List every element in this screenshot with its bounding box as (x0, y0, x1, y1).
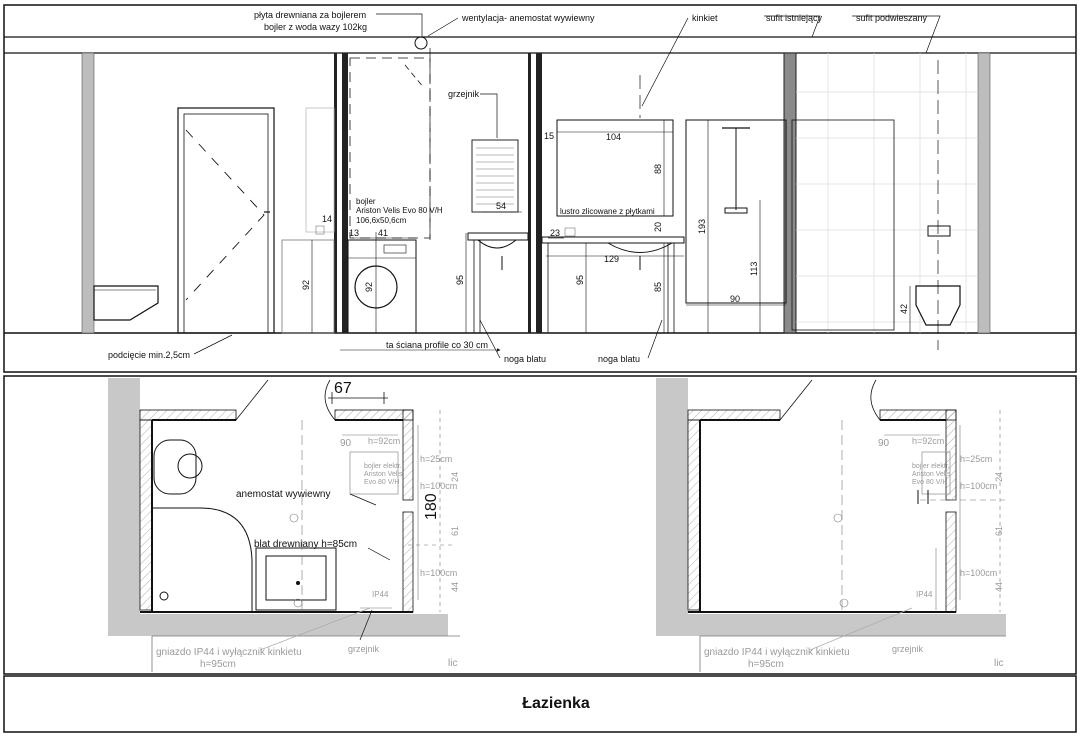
dim-95a: 95 (455, 275, 465, 285)
dim-95b: 95 (575, 275, 585, 285)
plan-right-h100a: h=100cm (960, 481, 997, 491)
callout-plyta: płyta drewniana za bojlerem (254, 10, 366, 20)
plan-left-ariston-small: Ariston Velis (364, 471, 403, 478)
plan-right-h25: h=25cm (960, 454, 992, 464)
callout-kinkiet: kinkiet (692, 13, 718, 23)
dim-41: 41 (378, 228, 388, 238)
plan-left-dim-61: 61 (450, 526, 460, 536)
plan-left-h92: h=92cm (368, 436, 400, 446)
plan-left-blat: blat drewniany h=85cm (254, 539, 357, 550)
callout-bojler-wazy: bojler z woda wazy 102kg (264, 22, 367, 32)
plan-right-ip44: IP44 (916, 590, 933, 599)
plan-left-dim-90: 90 (340, 438, 352, 449)
plan-left-lic: lic (448, 658, 457, 669)
dim-92b: 92 (364, 282, 374, 292)
dim-20: 20 (653, 222, 663, 232)
plan-left-h100b: h=100cm (420, 568, 457, 578)
plan-left-h95: h=95cm (200, 659, 236, 670)
plan-right-lic: lic (994, 658, 1003, 669)
callout-noga-blatu-1: noga blatu (504, 354, 546, 364)
plan-right-gniazdo: gniazdo IP44 i wyłącznik kinkietu (704, 647, 850, 658)
dim-129: 129 (604, 254, 619, 264)
bojler-label: bojler (356, 197, 376, 206)
callout-wentylacja: wentylacja- anemostat wywiewny (461, 13, 595, 23)
plan-left-h100a: h=100cm (420, 481, 457, 491)
dim-104: 104 (606, 132, 621, 142)
plan-right-h92: h=92cm (912, 436, 944, 446)
callout-noga-blatu-2: noga blatu (598, 354, 640, 364)
plan-left: 67 90 h=92cm h=25cm h=100cm h=100cm 24 6… (108, 378, 460, 672)
plan-right-grzejnik: grzejnik (892, 644, 924, 654)
callout-podciecie: podcięcie min.2,5cm (108, 350, 190, 360)
dim-85: 85 (653, 282, 663, 292)
plan-right-dim-44: 44 (994, 582, 1004, 592)
dim-42: 42 (899, 304, 909, 314)
dim-113: 113 (749, 262, 759, 276)
plan-left-ip44: IP44 (372, 590, 389, 599)
plan-left-anemostat: anemostat wywiewny (236, 489, 330, 500)
plan-left-dim-67: 67 (334, 380, 352, 397)
plan-left-gniazdo: gniazdo IP44 i wyłącznik kinkietu (156, 647, 302, 658)
elevation-view: płyta drewniana za bojlerem bojler z wod… (3, 4, 1077, 373)
plan-left-evo-small: Evo 80 V/H (364, 479, 399, 486)
plan-left-h25: h=25cm (420, 454, 452, 464)
plan-left-dim-44: 44 (450, 582, 460, 592)
plan-left-grzejnik: grzejnik (348, 644, 380, 654)
plan-right-evo-small: Evo 80 V/H (912, 479, 947, 486)
callout-profile: ta ściana profile co 30 cm (386, 340, 488, 350)
plan-left-bojler-small: bojler elektr. (364, 463, 402, 470)
plan-right-bojler-small: bojler elektr. (912, 463, 950, 470)
dim-92a: 92 (301, 280, 311, 290)
plan-right-dim-90: 90 (878, 438, 890, 449)
callout-lustro: lustro zlicowane z płytkami (560, 207, 655, 216)
dim-13: 13 (349, 228, 359, 238)
plan-right-ariston-small: Ariston Velis (912, 471, 951, 478)
bojler-size: 106,6x50,6cm (356, 216, 407, 225)
plan-right-h95: h=95cm (748, 659, 784, 670)
plan-right-dim-61: 61 (994, 526, 1004, 536)
dim-15: 15 (544, 131, 554, 141)
drawing-title: Łazienka (522, 695, 590, 712)
plan-right-dim-24: 24 (994, 472, 1004, 482)
dim-88: 88 (653, 164, 663, 174)
callout-grzejnik: grzejnik (448, 89, 480, 99)
dim-90: 90 (730, 294, 740, 304)
dim-14: 14 (322, 214, 332, 224)
bojler-model: Ariston Velis Evo 80 V/H (356, 206, 443, 215)
title-block (3, 675, 1077, 733)
plan-left-dim-180: 180 (423, 493, 440, 520)
callout-sufit-podwieszany: sufit podwieszany (856, 13, 928, 23)
plan-right-h100b: h=100cm (960, 568, 997, 578)
callout-sufit-istniejacy: sufit istniejący (766, 13, 823, 23)
plan-right: 90 h=92cm h=25cm h=100cm h=100cm 24 61 4… (656, 378, 1006, 672)
plan-left-dim-24: 24 (450, 472, 460, 482)
dim-193: 193 (697, 219, 707, 234)
dim-54: 54 (496, 201, 506, 211)
dim-23: 23 (550, 228, 560, 238)
